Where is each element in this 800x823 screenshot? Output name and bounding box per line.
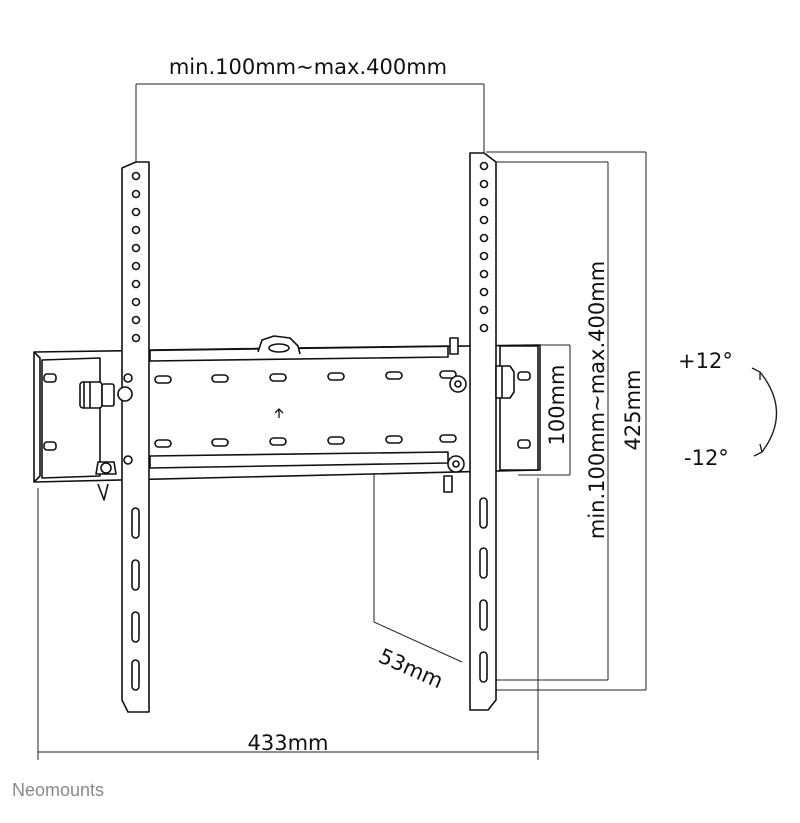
total-width-label: 433mm [248,731,329,755]
dimension-lines [37,83,647,760]
total-height-label: 425mm [621,370,645,451]
right-knob [449,365,515,399]
tilt-arc-icon [751,367,778,457]
wall-rail [33,335,541,483]
side-height-label: min.100mm~max.400mm [585,261,609,539]
top-width-label: min.100mm~max.400mm [169,55,447,79]
depth-label: 53mm [375,644,447,693]
rail-slots [43,370,531,451]
brand-logo: Neomounts [12,780,104,800]
left-knob [79,381,133,409]
right-vertical-arm [443,152,515,711]
left-vertical-arm [79,161,150,713]
rail-height-label: 100mm [545,365,569,446]
tilt-up-label: +12° [678,349,733,373]
tilt-down-label: -12° [684,446,729,470]
